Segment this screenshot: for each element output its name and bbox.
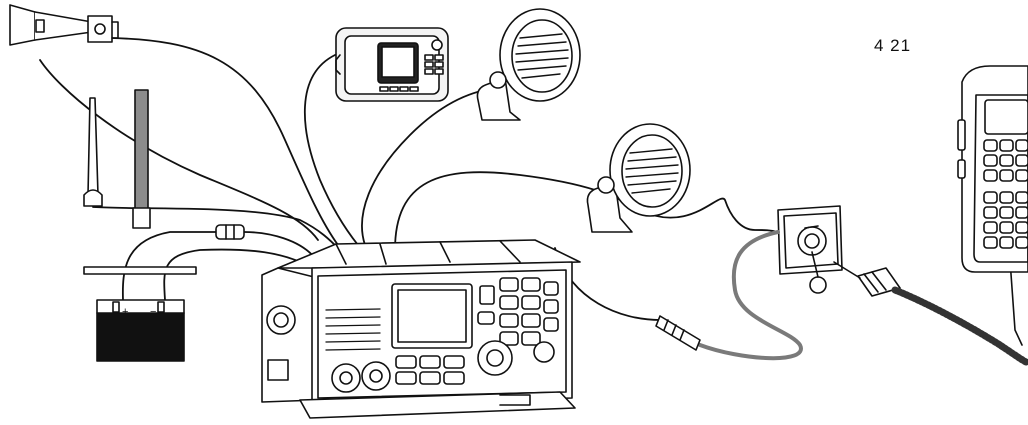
- whip-antenna-icon: [84, 98, 102, 206]
- side-cable: [40, 60, 318, 240]
- handset-plug: [834, 262, 900, 296]
- power-cable: [123, 232, 216, 300]
- battery-plus-label: +: [122, 306, 128, 318]
- chartplotter-icon: [336, 28, 448, 101]
- speaker-icon: [477, 9, 580, 120]
- battery-minus-label: −: [150, 306, 156, 318]
- wall-jack-icon: [778, 206, 842, 293]
- fuse-holder-icon: [216, 225, 244, 239]
- vhf-radio-icon: [262, 240, 580, 418]
- coil-cord: [895, 290, 1026, 362]
- stub-antenna-icon: [133, 90, 150, 228]
- speaker-icon: [587, 124, 690, 232]
- power-cable-2: [244, 232, 315, 258]
- handset-microphone-icon: [958, 66, 1028, 272]
- speaker-mid-cable: [395, 172, 778, 250]
- speaker-top-cable: [362, 88, 500, 245]
- loudhailer-horn-icon: [10, 5, 118, 45]
- inline-plug: [656, 316, 700, 350]
- battery-icon: [84, 267, 196, 361]
